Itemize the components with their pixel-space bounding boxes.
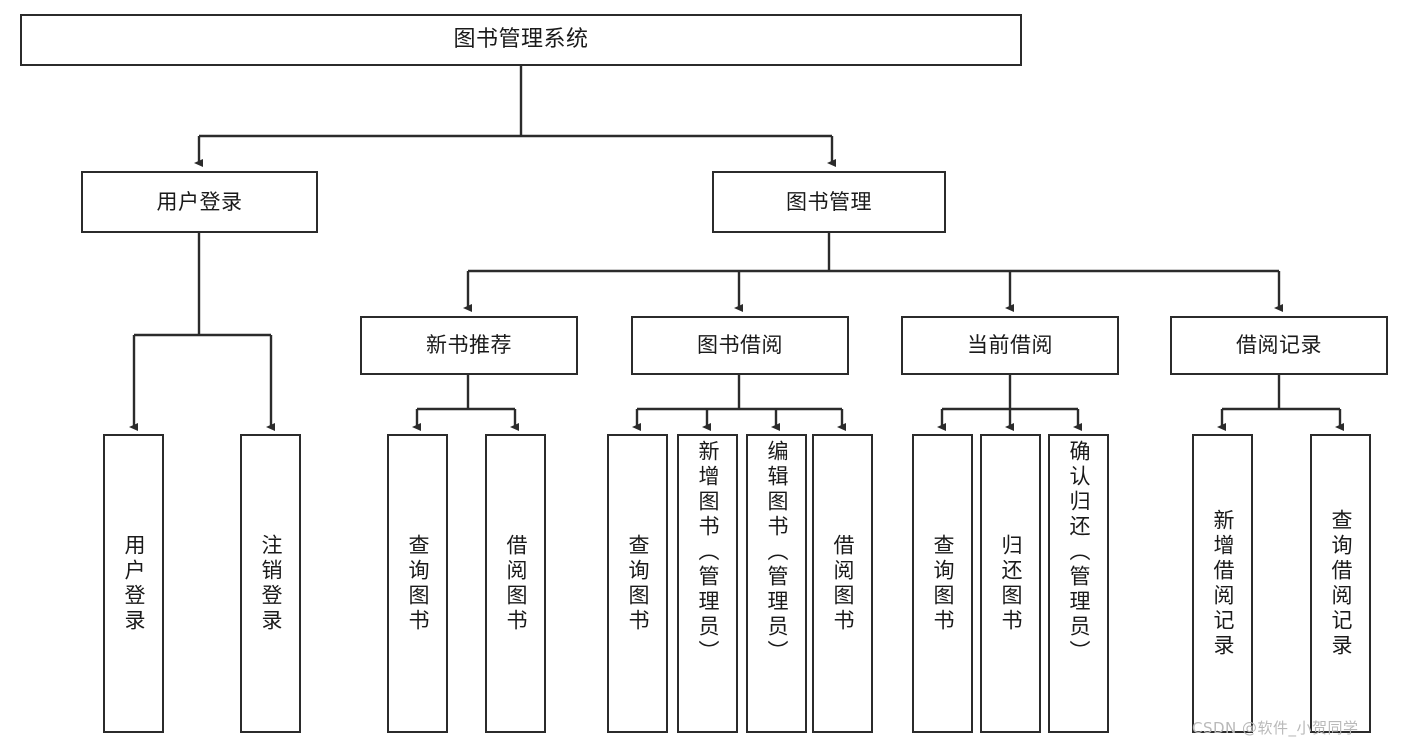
node-label: 查询图书 <box>406 533 430 634</box>
node-leaf-confirm-return[interactable]: 确认归还（管理员） <box>1048 434 1109 733</box>
node-leaf-query-record[interactable]: 查询借阅记录 <box>1310 434 1371 733</box>
node-label: 新增图书（管理员） <box>696 440 720 665</box>
node-leaf-borrow-book-2[interactable]: 借阅图书 <box>812 434 873 733</box>
node-leaf-add-book[interactable]: 新增图书（管理员） <box>677 434 738 733</box>
node-label: 新书推荐 <box>426 333 512 358</box>
node-borrow-record[interactable]: 借阅记录 <box>1170 316 1388 375</box>
node-label: 当前借阅 <box>967 333 1053 358</box>
node-user-login[interactable]: 用户登录 <box>81 171 318 233</box>
node-label: 用户登录 <box>122 533 146 634</box>
node-leaf-query-book-3[interactable]: 查询图书 <box>912 434 973 733</box>
node-leaf-query-book-1[interactable]: 查询图书 <box>387 434 448 733</box>
csdn-watermark: CSDN @软件_小贺同学 <box>1192 719 1359 737</box>
node-label: 查询图书 <box>931 533 955 634</box>
node-label: 借阅图书 <box>504 533 528 634</box>
node-leaf-borrow-book-1[interactable]: 借阅图书 <box>485 434 546 733</box>
node-label: 新增借阅记录 <box>1211 508 1235 659</box>
node-current-borrow[interactable]: 当前借阅 <box>901 316 1119 375</box>
node-label: 借阅记录 <box>1236 333 1322 358</box>
node-label: 注销登录 <box>259 533 283 634</box>
node-label: 用户登录 <box>156 189 243 214</box>
node-new-book-rec[interactable]: 新书推荐 <box>360 316 578 375</box>
node-label: 图书管理系统 <box>453 27 589 53</box>
node-label: 查询借阅记录 <box>1329 508 1353 659</box>
node-label: 编辑图书（管理员） <box>765 440 789 665</box>
node-leaf-return-book[interactable]: 归还图书 <box>980 434 1041 733</box>
node-leaf-edit-book[interactable]: 编辑图书（管理员） <box>746 434 807 733</box>
node-leaf-user-login[interactable]: 用户登录 <box>103 434 164 733</box>
node-root-system[interactable]: 图书管理系统 <box>20 14 1022 66</box>
node-label: 借阅图书 <box>831 533 855 634</box>
node-label: 图书借阅 <box>697 333 783 358</box>
node-label: 图书管理 <box>786 189 872 214</box>
node-label: 归还图书 <box>999 533 1023 634</box>
node-leaf-user-logout[interactable]: 注销登录 <box>240 434 301 733</box>
node-label: 确认归还（管理员） <box>1067 440 1091 665</box>
node-book-manage[interactable]: 图书管理 <box>712 171 946 233</box>
node-book-borrow[interactable]: 图书借阅 <box>631 316 849 375</box>
node-leaf-query-book-2[interactable]: 查询图书 <box>607 434 668 733</box>
node-leaf-add-record[interactable]: 新增借阅记录 <box>1192 434 1253 733</box>
node-label: 查询图书 <box>626 533 650 634</box>
